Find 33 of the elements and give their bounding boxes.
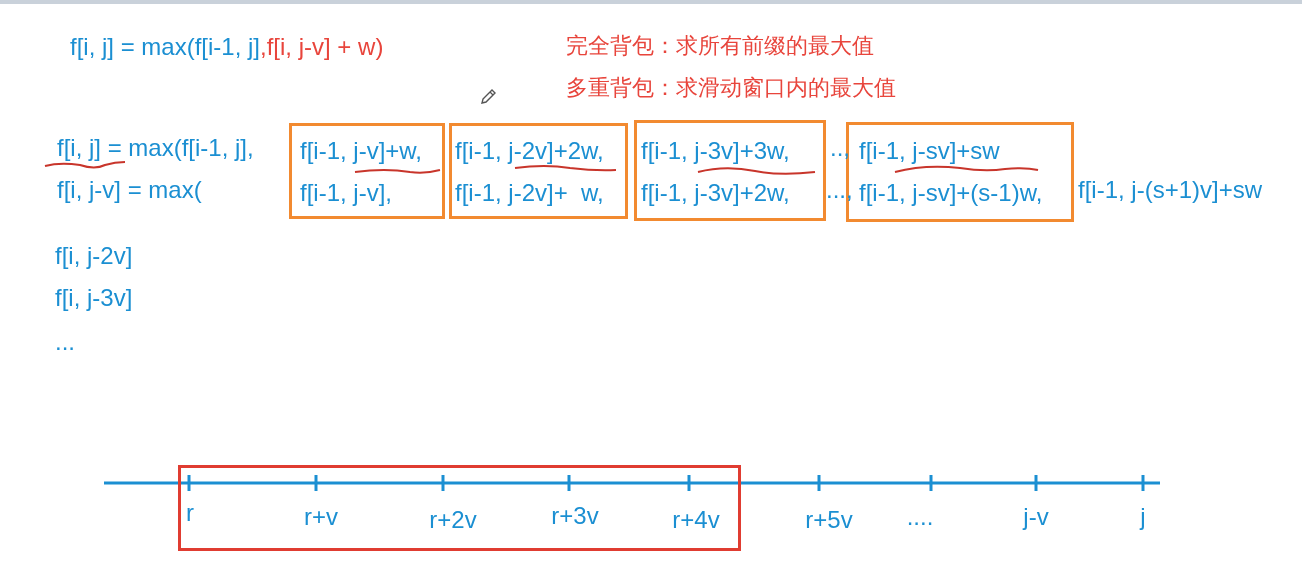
tick-label: r+v <box>304 503 338 531</box>
formula-text: f[i-1, j-sv]+sw <box>859 137 1000 165</box>
formula-text: f[i-1, j-2v]+2w, <box>455 137 604 165</box>
window-box <box>634 120 826 221</box>
ellipsis-text: .., <box>830 134 850 162</box>
tick-label: j-v <box>1023 503 1049 531</box>
formula-text: f[i-1, j-2v]+ w, <box>455 179 604 207</box>
window-box <box>289 123 445 219</box>
window-box <box>449 123 628 219</box>
formula-text: f[i-1, j-sv]+(s-1)w, <box>859 179 1043 207</box>
formula-text: f[i-1, j-v]+w, <box>300 137 423 165</box>
ellipsis-text: ..., <box>826 176 853 204</box>
tick-label: j <box>1140 503 1146 531</box>
formula-text: f[i-1, j-3v]+3w, <box>641 137 790 165</box>
formula-text: f[i, j-3v] <box>55 284 133 312</box>
note-text: 完全背包：求所有前缀的最大值 <box>566 33 874 59</box>
tick-label: r+3v <box>551 502 599 530</box>
formula-text: f[i, j] = max(f[i-1, j], <box>57 134 254 162</box>
ellipsis-text: ... <box>55 328 75 356</box>
formula-text: f[i-1, j-v], <box>300 179 392 207</box>
tick-label: r+2v <box>429 506 477 534</box>
range-box <box>178 465 741 551</box>
tick-label: r+5v <box>805 506 853 534</box>
formula-text: f[i, j-2v] <box>55 242 133 270</box>
formula-text: f[i, j] = max(f[i-1, j] <box>70 33 261 61</box>
tick-label: r+4v <box>672 506 720 534</box>
note-text: 多重背包：求滑动窗口内的最大值 <box>566 75 896 101</box>
formula-text: f[i-1, j-3v]+2w, <box>641 179 790 207</box>
tick-label: .... <box>906 503 934 531</box>
formula-text: f[i, j-v] = max( <box>57 176 202 204</box>
formula-text: ,f[i, j-v] + w) <box>260 33 384 61</box>
formula-text: f[i-1, j-(s+1)v]+sw <box>1078 176 1263 204</box>
tick-label: r <box>186 499 194 527</box>
